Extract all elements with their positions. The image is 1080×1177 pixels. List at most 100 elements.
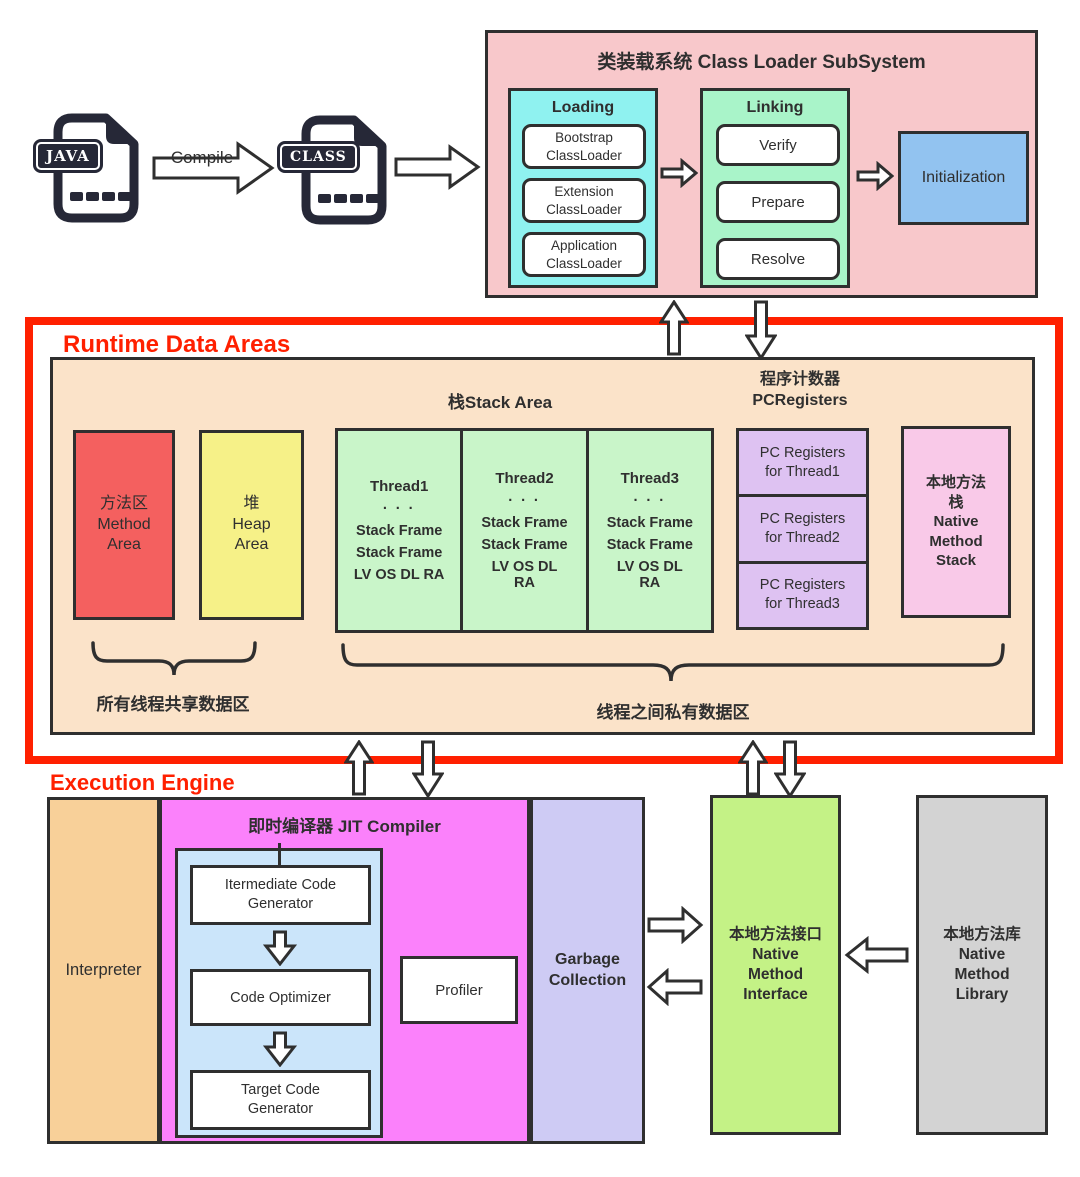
nml-line: Native [958,945,1006,963]
stack-area-title: 栈Stack Area [447,393,553,412]
pc-register-line: PC Registers [759,511,846,528]
nmi-line: Method [747,966,804,983]
jit-compiler-title: 即时编译器 JIT Compiler [248,817,441,836]
resolve-box: Resolve [716,238,840,280]
application-classloader-box: Application ClassLoader [522,232,646,277]
pc-registers-title: 程序计数器 PCRegisters [700,370,900,412]
interpreter-label: Interpreter [65,961,142,979]
nml-line: 本地方法库 [943,925,1021,943]
loader-line: Application [550,237,618,253]
flow-arrow-icon [394,144,481,190]
nms-line: Method [929,532,983,550]
nms-line: 栈 [948,493,964,511]
bootstrap-classloader-box: Bootstrap ClassLoader [522,124,646,169]
method-area-line: 方法区 [99,494,148,512]
method-area-line: Area [107,536,141,554]
profiler-box: Profiler [400,956,518,1024]
linking-step-label: Prepare [751,193,805,211]
jit-compiler-panel: 即时编译器 JIT Compiler Itermediate Code Gene… [159,797,530,1144]
java-file-icon: JAVA [32,112,146,230]
initialization-box: Initialization [898,131,1029,225]
class-loader-subsystem: 类装载系统 Class Loader SubSystem Loading Boo… [485,30,1038,298]
shared-data-label: 所有线程共享数据区 [96,695,250,714]
lv-os-dl-ra-label: LV OS DL RA [353,567,445,583]
private-area-brace-icon [341,643,1005,682]
linking-to-init-arrow-icon [856,161,894,191]
stack-frame-label: Stack Frame [606,537,693,553]
nms-line: Native [933,513,979,531]
method-area-line: Method [97,515,151,533]
nml-line: Method [954,966,1010,983]
runtime-to-classloader-up-arrow-icon [659,300,689,356]
loader-line: ClassLoader [546,255,622,271]
thread-dots: · · · [508,493,541,509]
pc-title-en: PCRegisters [752,391,848,409]
thread-dots: · · · [633,493,667,509]
thread-dots: · · · [382,501,416,517]
loading-panel: Loading Bootstrap ClassLoader Extension … [508,88,658,288]
thread3-box: Thread3 · · · Stack Frame Stack Frame LV… [588,428,714,633]
jit-connector-line [278,843,281,865]
pc-register-thread1-box: PC Registers for Thread1 [736,428,869,498]
pc-register-line: for Thread1 [765,463,840,480]
jit-down-arrow-icon [263,1031,297,1067]
lv-os-dl-ra-label: LV OS DL RA [616,559,683,591]
nml-line: Library [955,986,1009,1004]
linking-step-label: Verify [759,136,797,154]
pc-title-zh: 程序计数器 [759,371,840,388]
target-code-generator-box: Target Code Generator [190,1070,371,1130]
nml-to-nmi-left-arrow-icon [844,936,909,974]
private-data-label: 线程之间私有数据区 [596,703,750,722]
execution-engine-title: Execution Engine [50,770,235,795]
compile-label: Compile [170,148,234,167]
stack-frame-label: Stack Frame [481,515,568,531]
thread1-box: Thread1 · · · Stack Frame Stack Frame LV… [335,428,464,633]
pc-register-thread2-box: PC Registers for Thread2 [736,497,869,564]
nmi-line: Interface [743,986,808,1004]
nmi-to-gc-left-arrow-icon [646,968,703,1006]
runtime-title: Runtime Data Areas [63,331,291,358]
intermediate-code-generator-box: Itermediate Code Generator [190,865,371,925]
pc-register-thread3-box: PC Registers for Thread3 [736,563,869,630]
loader-line: ClassLoader [546,147,622,163]
classloader-to-runtime-down-arrow-icon [745,300,777,360]
thread-title: Thread1 [369,478,429,495]
linking-step-label: Resolve [750,250,806,268]
pc-registers-group: PC Registers for Thread1 PC Registers fo… [736,428,869,630]
java-badge: JAVA [33,139,103,173]
nms-line: 本地方法 [925,474,986,492]
thread-title: Thread3 [620,470,679,487]
interpreter-box: Interpreter [47,797,160,1144]
class-badge: CLASS [277,141,360,173]
pc-register-line: for Thread2 [765,529,840,546]
shared-area-brace-icon [91,641,257,676]
lv-os-dl-ra-label: LV OS DL RA [491,559,558,591]
profiler-label: Profiler [435,981,483,999]
pc-register-line: for Thread3 [765,596,840,613]
garbage-collection-box: Garbage Collection [530,797,645,1144]
stack-frame-label: Stack Frame [356,523,443,539]
runtime-to-nmi-down-arrow-icon [774,740,806,798]
loader-line: ClassLoader [546,201,622,217]
verify-box: Verify [716,124,840,166]
linking-title: Linking [746,99,804,116]
heap-line: Heap [232,515,271,533]
jit-down-arrow-icon [263,930,297,966]
stack-frame-label: Stack Frame [356,545,443,561]
jit-step-line: Code Optimizer [230,989,331,1006]
gc-to-nmi-right-arrow-icon [647,906,704,944]
thread2-box: Thread2 · · · Stack Frame Stack Frame LV… [463,428,589,633]
thread-title: Thread2 [495,470,554,487]
extension-classloader-box: Extension ClassLoader [522,178,646,223]
compile-arrow-icon [152,141,275,195]
stack-frame-label: Stack Frame [606,515,693,531]
nmi-to-runtime-up-arrow-icon [738,740,768,796]
document-icon [301,115,387,225]
runtime-inner-panel: 栈Stack Area 程序计数器 PCRegisters 方法区 Method… [50,357,1035,735]
class-loader-title: 类装载系统 Class Loader SubSystem [597,52,926,73]
nmi-line: 本地方法接口 [728,925,822,943]
initialization-label: Initialization [921,169,1006,186]
jit-pipeline-panel: Itermediate Code Generator Code Optimize… [175,843,383,1138]
engine-to-runtime-up-arrow-icon [344,740,374,796]
